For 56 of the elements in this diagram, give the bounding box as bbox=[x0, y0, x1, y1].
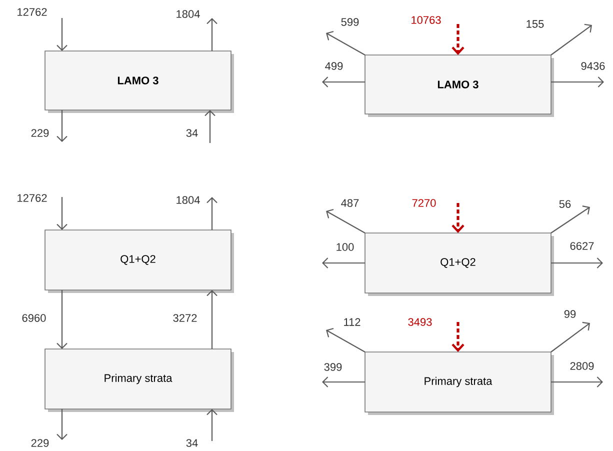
edge-label: 499 bbox=[325, 62, 343, 70]
arrow bbox=[206, 197, 218, 230]
arrow bbox=[56, 18, 68, 51]
edge-label: 3272 bbox=[173, 314, 197, 322]
edge-label: 399 bbox=[324, 363, 342, 371]
edge-label: 12762 bbox=[18, 194, 47, 202]
edge-label: 487 bbox=[341, 199, 359, 207]
process-box: Q1+Q2 bbox=[44, 230, 234, 293]
arrow bbox=[56, 290, 68, 349]
process-box: Primary strata bbox=[44, 348, 234, 412]
edge-label: 99 bbox=[564, 310, 576, 318]
process-box: LAMO 3 bbox=[44, 50, 234, 113]
edge-label: 10763 bbox=[412, 16, 441, 24]
edge-label: 112 bbox=[344, 318, 360, 326]
edge-label: 34 bbox=[186, 439, 198, 447]
process-box: LAMO 3 bbox=[364, 54, 554, 117]
edge-label: 9436 bbox=[581, 62, 605, 70]
arrow bbox=[326, 30, 366, 56]
arrow bbox=[326, 208, 366, 234]
arrow bbox=[322, 258, 365, 268]
arrow bbox=[204, 110, 216, 143]
edge-label: 1804 bbox=[176, 10, 200, 18]
arrow bbox=[326, 328, 366, 352]
edge-label: 3493 bbox=[408, 318, 432, 326]
arrow bbox=[452, 322, 464, 352]
process-box: Primary strata bbox=[364, 352, 554, 415]
arrow bbox=[206, 409, 218, 441]
edge-label: 56 bbox=[559, 200, 571, 208]
arrow bbox=[551, 76, 604, 88]
edge-label: 229 bbox=[31, 439, 49, 447]
arrow bbox=[206, 18, 218, 51]
edge-label: 6960 bbox=[22, 314, 46, 322]
arrow bbox=[452, 203, 464, 233]
arrow bbox=[56, 110, 68, 142]
process-box: Q1+Q2 bbox=[364, 232, 554, 296]
arrow bbox=[452, 24, 464, 55]
arrow bbox=[550, 24, 592, 56]
edge-label: 6627 bbox=[570, 242, 594, 250]
arrow bbox=[550, 206, 590, 234]
edge-label: 599 bbox=[341, 18, 359, 26]
edge-label: 229 bbox=[31, 129, 49, 137]
edge-label: 12762 bbox=[18, 8, 47, 16]
arrow bbox=[56, 409, 68, 440]
arrow bbox=[322, 76, 365, 88]
edge-label: 1804 bbox=[176, 196, 200, 204]
arrow bbox=[551, 258, 603, 268]
edge-label: 34 bbox=[186, 129, 198, 137]
arrow bbox=[206, 290, 218, 349]
edge-label: 100 bbox=[336, 243, 354, 251]
edge-label: 155 bbox=[526, 20, 544, 28]
edge-label: 7270 bbox=[412, 199, 436, 207]
arrow bbox=[550, 322, 590, 352]
arrow bbox=[322, 376, 365, 388]
arrow bbox=[56, 197, 68, 230]
arrow bbox=[551, 376, 603, 388]
edge-label: 2809 bbox=[570, 362, 594, 370]
